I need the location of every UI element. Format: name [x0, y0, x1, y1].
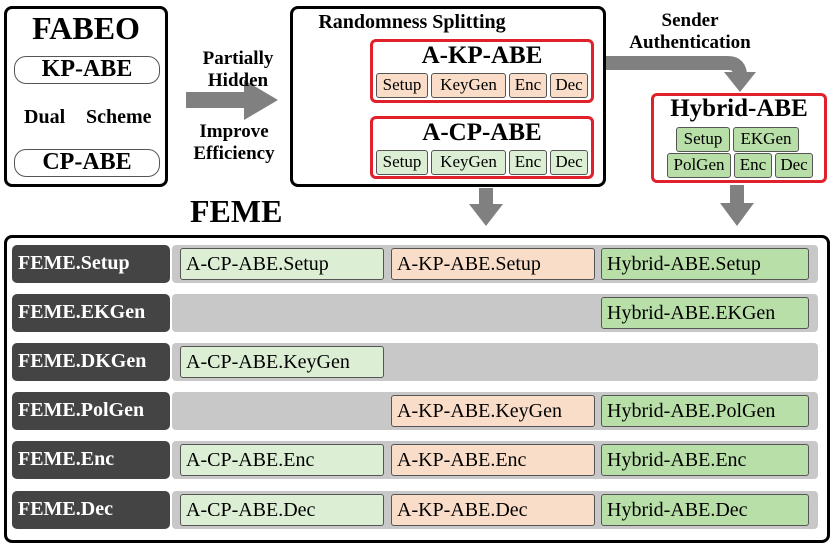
a-kp-abe-enc: Enc [509, 73, 547, 98]
randomness-splitting-title: Randomness Splitting [318, 11, 506, 33]
hybrid-abe-enc: Enc [734, 153, 772, 178]
feme-cell-a-cp-abe: A-CP-ABE.Setup [180, 248, 384, 280]
a-kp-abe-keygen: KeyGen [431, 73, 506, 98]
feme-title: FEME [190, 193, 283, 229]
fabeo-dual-label: Dual [24, 106, 66, 128]
fabeo-title: FABEO [32, 10, 140, 46]
improve-label: Improve [199, 121, 269, 142]
feme-cell-a-cp-abe: A-CP-ABE.Enc [180, 444, 384, 476]
fabeo-cp-abe: CP-ABE [14, 149, 160, 177]
fabeo-box [4, 6, 168, 187]
a-kp-abe-setup: Setup [376, 73, 428, 98]
hybrid-abe-ekgen: EKGen [733, 127, 799, 152]
feme-row-label: FEME.PolGen [12, 392, 170, 430]
sender-authentication-arrow [606, 56, 756, 92]
hybrid-abe-dec: Dec [775, 153, 813, 178]
partially-hidden-arrow [186, 80, 278, 120]
feme-row-label: FEME.DKGen [12, 343, 170, 381]
feme-cell-hybrid-abe: Hybrid-ABE.Setup [601, 248, 809, 280]
authentication-label: Authentication [629, 32, 751, 53]
feme-cell-hybrid-abe: Hybrid-ABE.Enc [601, 444, 809, 476]
fabeo-scheme-label: Scheme [86, 106, 152, 128]
a-cp-abe-dec: Dec [550, 150, 588, 175]
feme-row-label: FEME.Enc [12, 441, 170, 479]
a-cp-abe-enc: Enc [509, 150, 547, 175]
feme-cell-hybrid-abe: Hybrid-ABE.PolGen [601, 395, 809, 427]
feme-cell-a-cp-abe: A-CP-ABE.Dec [180, 494, 384, 526]
hybrid-abe-title: Hybrid-ABE [670, 95, 808, 122]
feme-cell-a-kp-abe: A-KP-ABE.Setup [391, 248, 595, 280]
a-cp-abe-setup: Setup [376, 150, 428, 175]
a-cp-abe-title: A-CP-ABE [422, 119, 542, 146]
down-arrow-split [469, 188, 503, 226]
sender-label: Sender [661, 10, 719, 31]
partially-label: Partially [202, 48, 274, 69]
feme-row-label: FEME.Dec [12, 491, 170, 529]
feme-cell-hybrid-abe: Hybrid-ABE.EKGen [601, 297, 809, 329]
feme-cell-hybrid-abe: Hybrid-ABE.Dec [601, 494, 809, 526]
feme-row-label: FEME.Setup [12, 245, 170, 283]
a-kp-abe-title: A-KP-ABE [421, 42, 543, 69]
efficiency-label: Efficiency [193, 143, 275, 164]
feme-cell-a-kp-abe: A-KP-ABE.KeyGen [391, 395, 595, 427]
fabeo-kp-abe: KP-ABE [14, 56, 160, 84]
down-arrow-hybrid [720, 185, 754, 226]
hidden-label: Hidden [207, 70, 269, 91]
feme-row-label: FEME.EKGen [12, 294, 170, 332]
feme-cell-a-kp-abe: A-KP-ABE.Enc [391, 444, 595, 476]
feme-cell-a-kp-abe: A-KP-ABE.Dec [391, 494, 595, 526]
feme-cell-a-cp-abe: A-CP-ABE.KeyGen [180, 346, 384, 378]
a-cp-abe-keygen: KeyGen [431, 150, 506, 175]
hybrid-abe-setup: Setup [676, 127, 730, 152]
hybrid-abe-polgen: PolGen [667, 153, 731, 178]
a-kp-abe-dec: Dec [550, 73, 588, 98]
